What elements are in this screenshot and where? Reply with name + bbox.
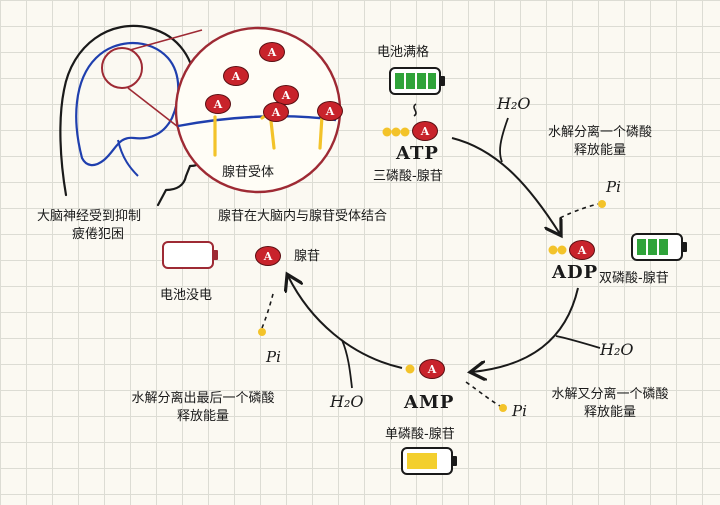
hydrolysis-1-line-1: 水解分离一个磷酸 bbox=[535, 124, 665, 141]
phosphate-release-adenosine bbox=[262, 290, 274, 328]
molecule-adenosine: A bbox=[255, 246, 281, 266]
battery-empty-label: 电池没电 bbox=[160, 287, 212, 304]
amp-label: AMP bbox=[404, 394, 454, 411]
charge-squiggle bbox=[414, 104, 416, 116]
amp-name: 单磷酸-腺苷 bbox=[385, 426, 455, 443]
water-label-1: H₂O bbox=[497, 94, 530, 113]
phosphate-amp-1 bbox=[406, 365, 415, 374]
phosphate-atp-3 bbox=[401, 128, 410, 137]
phosphate-adp-2 bbox=[558, 246, 567, 255]
arrow-adp-to-amp bbox=[472, 288, 578, 372]
adp-name: 双磷酸-腺苷 bbox=[599, 270, 669, 287]
arrow-amp-to-adenosine bbox=[288, 276, 402, 368]
hydrolysis-3-line-1: 水解分离出最后一个磷酸 bbox=[118, 390, 288, 407]
phosphate-label-2: Pi bbox=[512, 402, 527, 420]
adenosine-label: 腺苷 bbox=[294, 248, 320, 265]
phosphate-atp-2 bbox=[392, 128, 401, 137]
atp-name: 三磷酸-腺苷 bbox=[373, 168, 443, 185]
zoom-focus bbox=[102, 48, 142, 88]
molecule-on-receptor-2: A bbox=[263, 102, 289, 122]
atp-label: ATP bbox=[396, 145, 439, 162]
receptor-label: 腺苷受体 bbox=[222, 164, 274, 181]
adp-label: ADP bbox=[552, 264, 598, 281]
molecule-in-zoom-1: A bbox=[259, 42, 285, 62]
arrow-h2o-into-adp bbox=[556, 336, 600, 348]
molecule-on-receptor-1: A bbox=[205, 94, 231, 114]
brain-caption-2: 疲倦犯困 bbox=[72, 226, 124, 243]
molecule-adp: A bbox=[569, 240, 595, 260]
phosphate-label-1: Pi bbox=[606, 178, 621, 196]
phosphate-atp-1 bbox=[383, 128, 392, 137]
hydrolysis-2-line-2: 释放能量 bbox=[535, 404, 685, 421]
phosphate-release-amp bbox=[466, 382, 500, 406]
phosphate-dot bbox=[499, 404, 507, 412]
molecule-atp: A bbox=[412, 121, 438, 141]
arrow-h2o-into-atp bbox=[500, 118, 508, 162]
brain-caption-1: 大脑神经受到抑制 bbox=[37, 208, 141, 225]
hydrolysis-3-line-2: 释放能量 bbox=[118, 408, 288, 425]
receptor-3 bbox=[320, 116, 322, 148]
hydrolysis-2-line-1: 水解又分离一个磷酸 bbox=[535, 386, 685, 403]
binding-caption: 腺苷在大脑内与腺苷受体结合 bbox=[218, 208, 387, 225]
phosphate-dot bbox=[598, 200, 606, 208]
molecule-amp: A bbox=[419, 359, 445, 379]
phosphate-release-adp bbox=[560, 204, 598, 218]
battery-amp bbox=[402, 448, 457, 474]
battery-full bbox=[390, 68, 445, 94]
phosphate-dot bbox=[258, 328, 266, 336]
water-label-3: H₂O bbox=[330, 392, 363, 411]
brain-stem bbox=[118, 140, 138, 176]
water-label-2: H₂O bbox=[600, 340, 633, 359]
molecule-on-receptor-3: A bbox=[317, 101, 343, 121]
battery-full-label: 电池满格 bbox=[377, 44, 429, 61]
battery-adp bbox=[632, 234, 687, 260]
battery-empty bbox=[163, 242, 218, 268]
phosphate-label-3: Pi bbox=[266, 348, 281, 366]
molecule-in-zoom-2: A bbox=[223, 66, 249, 86]
hydrolysis-1-line-2: 释放能量 bbox=[535, 142, 665, 159]
brain-outline bbox=[76, 43, 178, 165]
phosphate-adp-1 bbox=[549, 246, 558, 255]
